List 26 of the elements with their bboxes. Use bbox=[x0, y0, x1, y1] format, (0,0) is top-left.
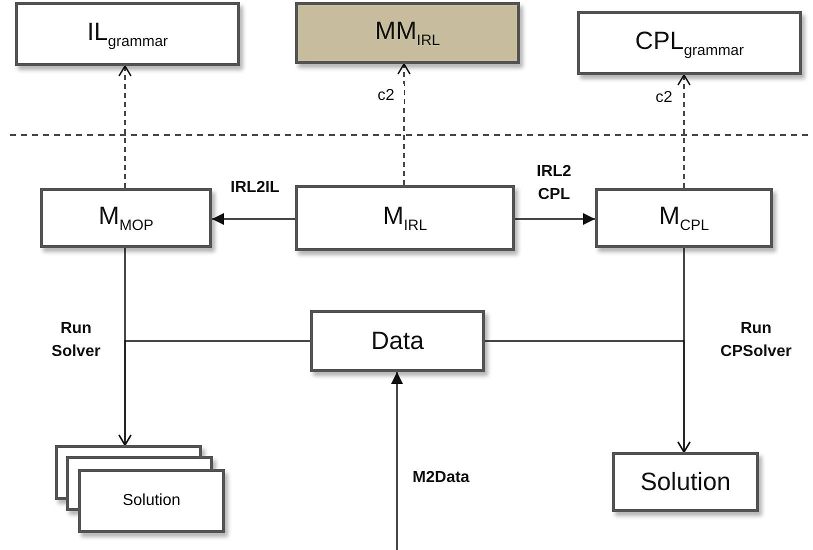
node-label: CPL$_{grammar}$ bbox=[635, 27, 744, 59]
model-box bbox=[595, 188, 773, 248]
node-label: Solution bbox=[640, 468, 731, 496]
model-box bbox=[40, 188, 212, 248]
node-label: M$_{CPL}$ bbox=[658, 202, 709, 234]
data-box bbox=[310, 310, 485, 372]
node-label: M$_{MOP}$ bbox=[98, 202, 154, 234]
dashed-arrow bbox=[397, 63, 411, 185]
dashed-arrow bbox=[677, 74, 691, 188]
arrow bbox=[391, 372, 403, 550]
node-label: M$_{IRL}$ bbox=[382, 202, 428, 234]
model-box bbox=[295, 185, 515, 251]
arrow bbox=[485, 340, 691, 453]
metamodel-box bbox=[295, 2, 520, 64]
node-label: Solution bbox=[122, 492, 180, 510]
arrow bbox=[515, 213, 595, 225]
node-label: Data bbox=[371, 326, 424, 356]
solution-stack bbox=[55, 445, 225, 533]
solution-box bbox=[612, 452, 759, 512]
arrow bbox=[212, 213, 295, 225]
arrow bbox=[118, 340, 310, 446]
node-label: MM$_{IRL}$ bbox=[375, 17, 440, 49]
grammar-box bbox=[15, 2, 240, 66]
dashed-arrow bbox=[118, 65, 132, 188]
grammar-box bbox=[577, 11, 802, 75]
node-label: IL$_{grammar}$ bbox=[87, 18, 168, 50]
